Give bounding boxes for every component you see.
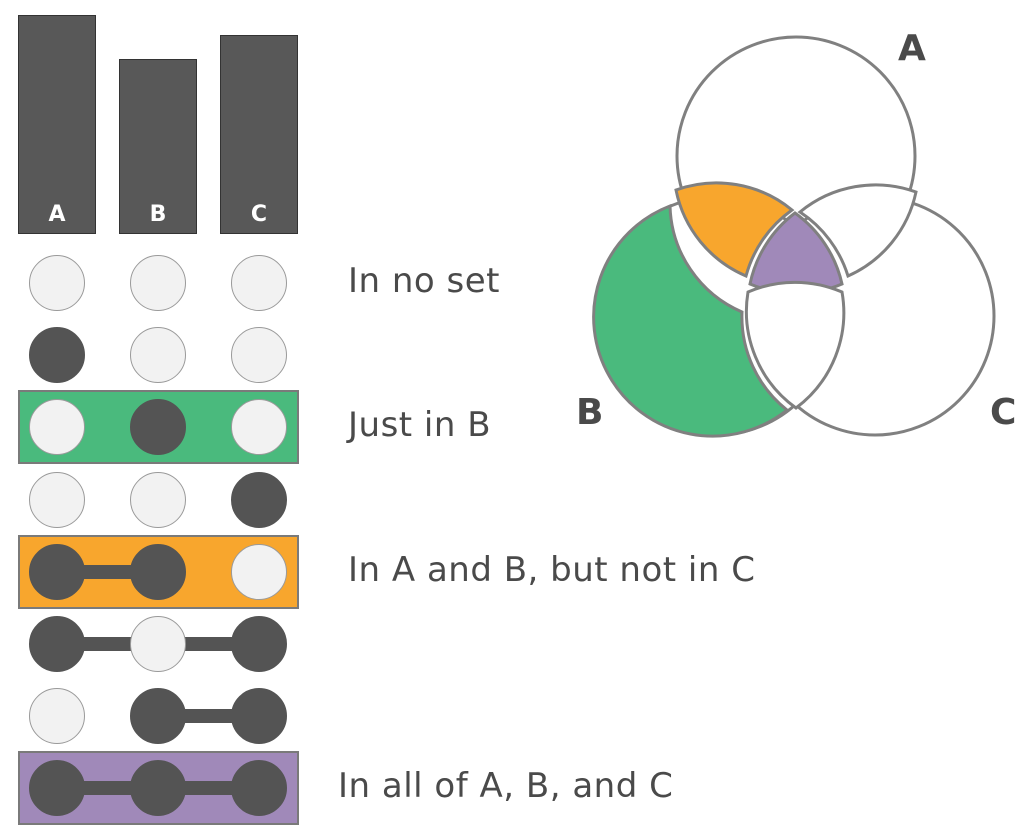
non-member-dot-a <box>29 399 85 456</box>
venn-label-b: B <box>576 392 604 433</box>
non-member-dot-b <box>130 471 186 528</box>
row-label: In no set <box>348 261 501 301</box>
venn-gap-ac <box>797 183 918 279</box>
non-member-dot-c <box>231 399 287 456</box>
non-member-dot-a <box>29 688 85 745</box>
venn-circle-b <box>595 195 837 437</box>
member-dot-b <box>130 760 186 817</box>
member-dot-b <box>130 688 186 745</box>
venn-region-all-three <box>748 211 844 295</box>
member-dot-c <box>231 760 287 817</box>
non-member-dot-a <box>29 255 85 311</box>
member-dot-c <box>231 471 287 528</box>
non-member-dot-a <box>29 471 85 528</box>
member-dot-a <box>29 543 85 600</box>
row-label: In A and B, but not in C <box>348 549 756 590</box>
set-bar-label: B <box>149 202 167 227</box>
venn-circle-a <box>675 35 917 277</box>
venn-gap-bc <box>744 280 846 410</box>
venn-region-b-only <box>592 203 790 438</box>
set-bar-b: B <box>119 59 197 234</box>
set-bar-c: C <box>220 35 298 234</box>
venn-circle-c <box>754 195 996 437</box>
member-dot-b <box>130 543 186 600</box>
set-bar-label: C <box>250 202 268 227</box>
row-label: Just in B <box>348 405 492 446</box>
row-label: In all of A, B, and C <box>338 766 674 807</box>
member-dot-b <box>130 399 186 456</box>
non-member-dot-c <box>231 327 287 384</box>
member-dot-a <box>29 327 85 384</box>
venn-label-a: A <box>898 28 926 69</box>
set-bar-a: A <box>18 15 96 234</box>
member-dot-a <box>29 760 85 817</box>
member-dot-a <box>29 616 85 672</box>
member-dot-c <box>231 688 287 745</box>
non-member-dot-b <box>130 255 186 311</box>
non-member-dot-b <box>130 327 186 384</box>
non-member-dot-c <box>231 255 287 311</box>
venn-label-c: C <box>990 392 1017 433</box>
set-bar-label: A <box>48 202 66 227</box>
member-dot-c <box>231 616 287 672</box>
non-member-dot-b <box>130 616 186 672</box>
venn-region-a-and-b-only <box>674 181 795 279</box>
non-member-dot-c <box>231 543 287 600</box>
